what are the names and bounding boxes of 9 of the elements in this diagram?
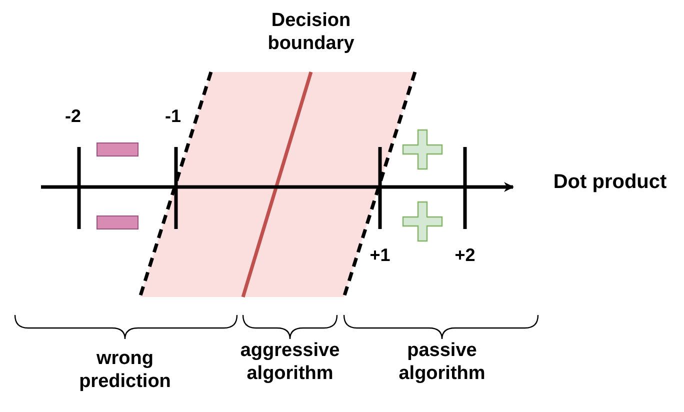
boundary-label: Decision boundary [266,10,356,56]
tick-label: +2 [454,245,476,267]
tick-label: -1 [164,106,182,128]
region-label: passive algorithm [398,340,486,386]
tick-label: -2 [64,106,82,128]
region-label: wrong prediction [78,348,172,394]
region-label: aggressive algorithm [239,340,341,386]
tick-label: +1 [368,245,392,267]
axis-label: Dot product [552,170,668,194]
